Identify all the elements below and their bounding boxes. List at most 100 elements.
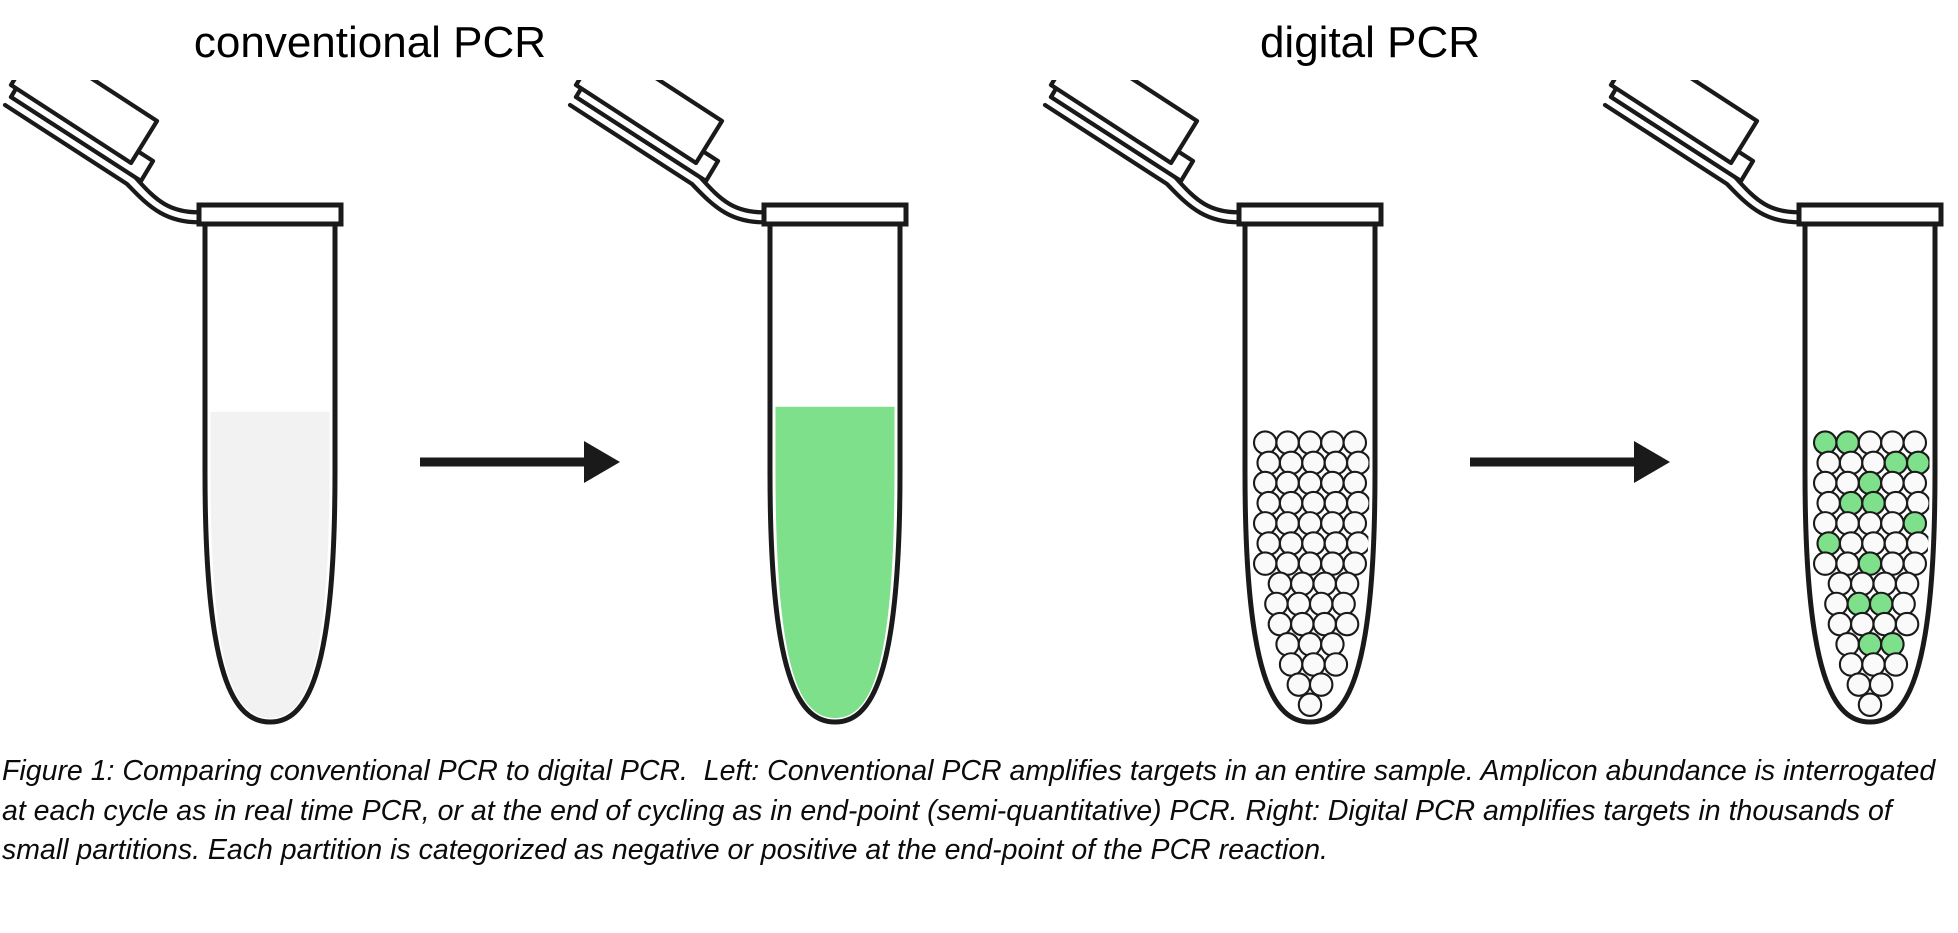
tube-cap-body-0 bbox=[8, 80, 160, 166]
partition-negative bbox=[1308, 591, 1334, 617]
partition-negative bbox=[1323, 490, 1349, 516]
partition-negative bbox=[1320, 551, 1345, 576]
partition-negative bbox=[1323, 450, 1349, 476]
partition-negative bbox=[1320, 470, 1345, 496]
partition-negative bbox=[1278, 652, 1304, 677]
partition-negative bbox=[1290, 611, 1315, 637]
partition-negative bbox=[1320, 511, 1345, 536]
partition-negative bbox=[1308, 672, 1334, 697]
partition-negative bbox=[1824, 591, 1849, 617]
partition-negative bbox=[1252, 511, 1278, 536]
partition-negative bbox=[1902, 430, 1928, 455]
tube-liquid-0 bbox=[210, 411, 330, 718]
partition-negative bbox=[1894, 571, 1920, 597]
partition-negative bbox=[1297, 470, 1323, 496]
partition-negative bbox=[1290, 571, 1315, 597]
tube-diagram bbox=[2, 80, 1944, 725]
arrow-head-0 bbox=[584, 441, 620, 483]
partition-negative bbox=[1286, 672, 1312, 697]
partition-negative bbox=[1838, 450, 1864, 476]
partition-negative bbox=[1301, 531, 1326, 556]
partition-negative bbox=[1857, 511, 1883, 536]
partition-negative bbox=[1264, 591, 1289, 617]
partition-group-2 bbox=[1252, 430, 1370, 718]
partition-negative bbox=[1850, 571, 1875, 597]
partition-negative bbox=[1320, 430, 1345, 455]
partition-positive bbox=[1857, 551, 1883, 576]
partition-negative bbox=[1301, 450, 1326, 476]
partition-positive bbox=[1906, 450, 1930, 476]
tube-conventional-pcr-before bbox=[2, 80, 344, 725]
partition-negative bbox=[1323, 531, 1349, 556]
partition-negative bbox=[1827, 571, 1853, 597]
partition-negative bbox=[1346, 490, 1370, 516]
tube-body-outline-2 bbox=[1242, 221, 1378, 725]
partition-negative bbox=[1857, 692, 1883, 718]
partition-negative bbox=[1275, 551, 1300, 576]
partition-negative bbox=[1846, 672, 1872, 697]
partition-negative bbox=[1812, 551, 1838, 576]
tube-body-outline-0 bbox=[202, 221, 338, 725]
partition-negative bbox=[1857, 430, 1883, 455]
partition-negative bbox=[1342, 551, 1368, 576]
partition-negative bbox=[1894, 611, 1920, 637]
partition-negative bbox=[1835, 470, 1860, 496]
partition-negative bbox=[1275, 511, 1300, 536]
partition-negative bbox=[1868, 672, 1894, 697]
partition-negative bbox=[1278, 490, 1304, 516]
partition-positive bbox=[1861, 490, 1886, 516]
partition-negative bbox=[1275, 632, 1300, 657]
partition-negative bbox=[1342, 511, 1368, 536]
partition-negative bbox=[1334, 571, 1360, 597]
tube-rim-3 bbox=[1796, 202, 1944, 227]
partition-negative bbox=[1256, 490, 1281, 516]
arrow-head-1 bbox=[1634, 441, 1670, 483]
partition-negative bbox=[1334, 611, 1360, 637]
tube-digital-pcr-after bbox=[1602, 80, 1944, 725]
partition-negative bbox=[1812, 470, 1838, 496]
panel-title-digital: digital PCR bbox=[1259, 18, 1481, 67]
partition-negative bbox=[1880, 470, 1905, 496]
tube-digital-pcr-before bbox=[1042, 80, 1384, 725]
partition-negative bbox=[1872, 571, 1897, 597]
partition-positive bbox=[1857, 632, 1883, 657]
partition-positive bbox=[1857, 470, 1883, 496]
partition-negative bbox=[1883, 531, 1909, 556]
tube-liquid-1 bbox=[775, 406, 895, 718]
partition-negative bbox=[1902, 470, 1928, 496]
partition-positive bbox=[1868, 591, 1894, 617]
partition-negative bbox=[1267, 611, 1293, 637]
partition-positive bbox=[1846, 591, 1872, 617]
partition-negative bbox=[1816, 490, 1841, 516]
partition-negative bbox=[1297, 632, 1323, 657]
tube-cap-hinge-inner-3 bbox=[1602, 102, 1810, 225]
partition-negative bbox=[1278, 450, 1304, 476]
partition-negative bbox=[1827, 611, 1853, 637]
partition-negative bbox=[1861, 652, 1886, 677]
partition-negative bbox=[1835, 511, 1860, 536]
partition-negative bbox=[1838, 652, 1864, 677]
partition-negative bbox=[1861, 531, 1886, 556]
tube-body-outline-1 bbox=[767, 221, 903, 725]
partition-negative bbox=[1838, 531, 1864, 556]
partition-negative bbox=[1880, 430, 1905, 455]
partition-negative bbox=[1861, 450, 1886, 476]
partition-negative bbox=[1342, 470, 1368, 496]
panel-title-conventional: conventional PCR bbox=[193, 18, 547, 67]
tube-cap-body-1 bbox=[573, 80, 725, 166]
partition-negative bbox=[1267, 571, 1293, 597]
partition-negative bbox=[1346, 450, 1370, 476]
partition-negative bbox=[1880, 511, 1905, 536]
tube-rim-0 bbox=[196, 202, 344, 227]
partition-negative bbox=[1902, 551, 1928, 576]
partition-positive bbox=[1812, 430, 1838, 455]
partition-positive bbox=[1838, 490, 1864, 516]
partition-negative bbox=[1312, 611, 1337, 637]
partition-negative bbox=[1297, 430, 1323, 455]
partition-negative bbox=[1835, 632, 1860, 657]
partition-positive bbox=[1883, 450, 1909, 476]
partition-negative bbox=[1297, 551, 1323, 576]
partition-negative bbox=[1312, 571, 1337, 597]
partition-negative bbox=[1323, 652, 1349, 677]
partition-negative bbox=[1883, 490, 1909, 516]
